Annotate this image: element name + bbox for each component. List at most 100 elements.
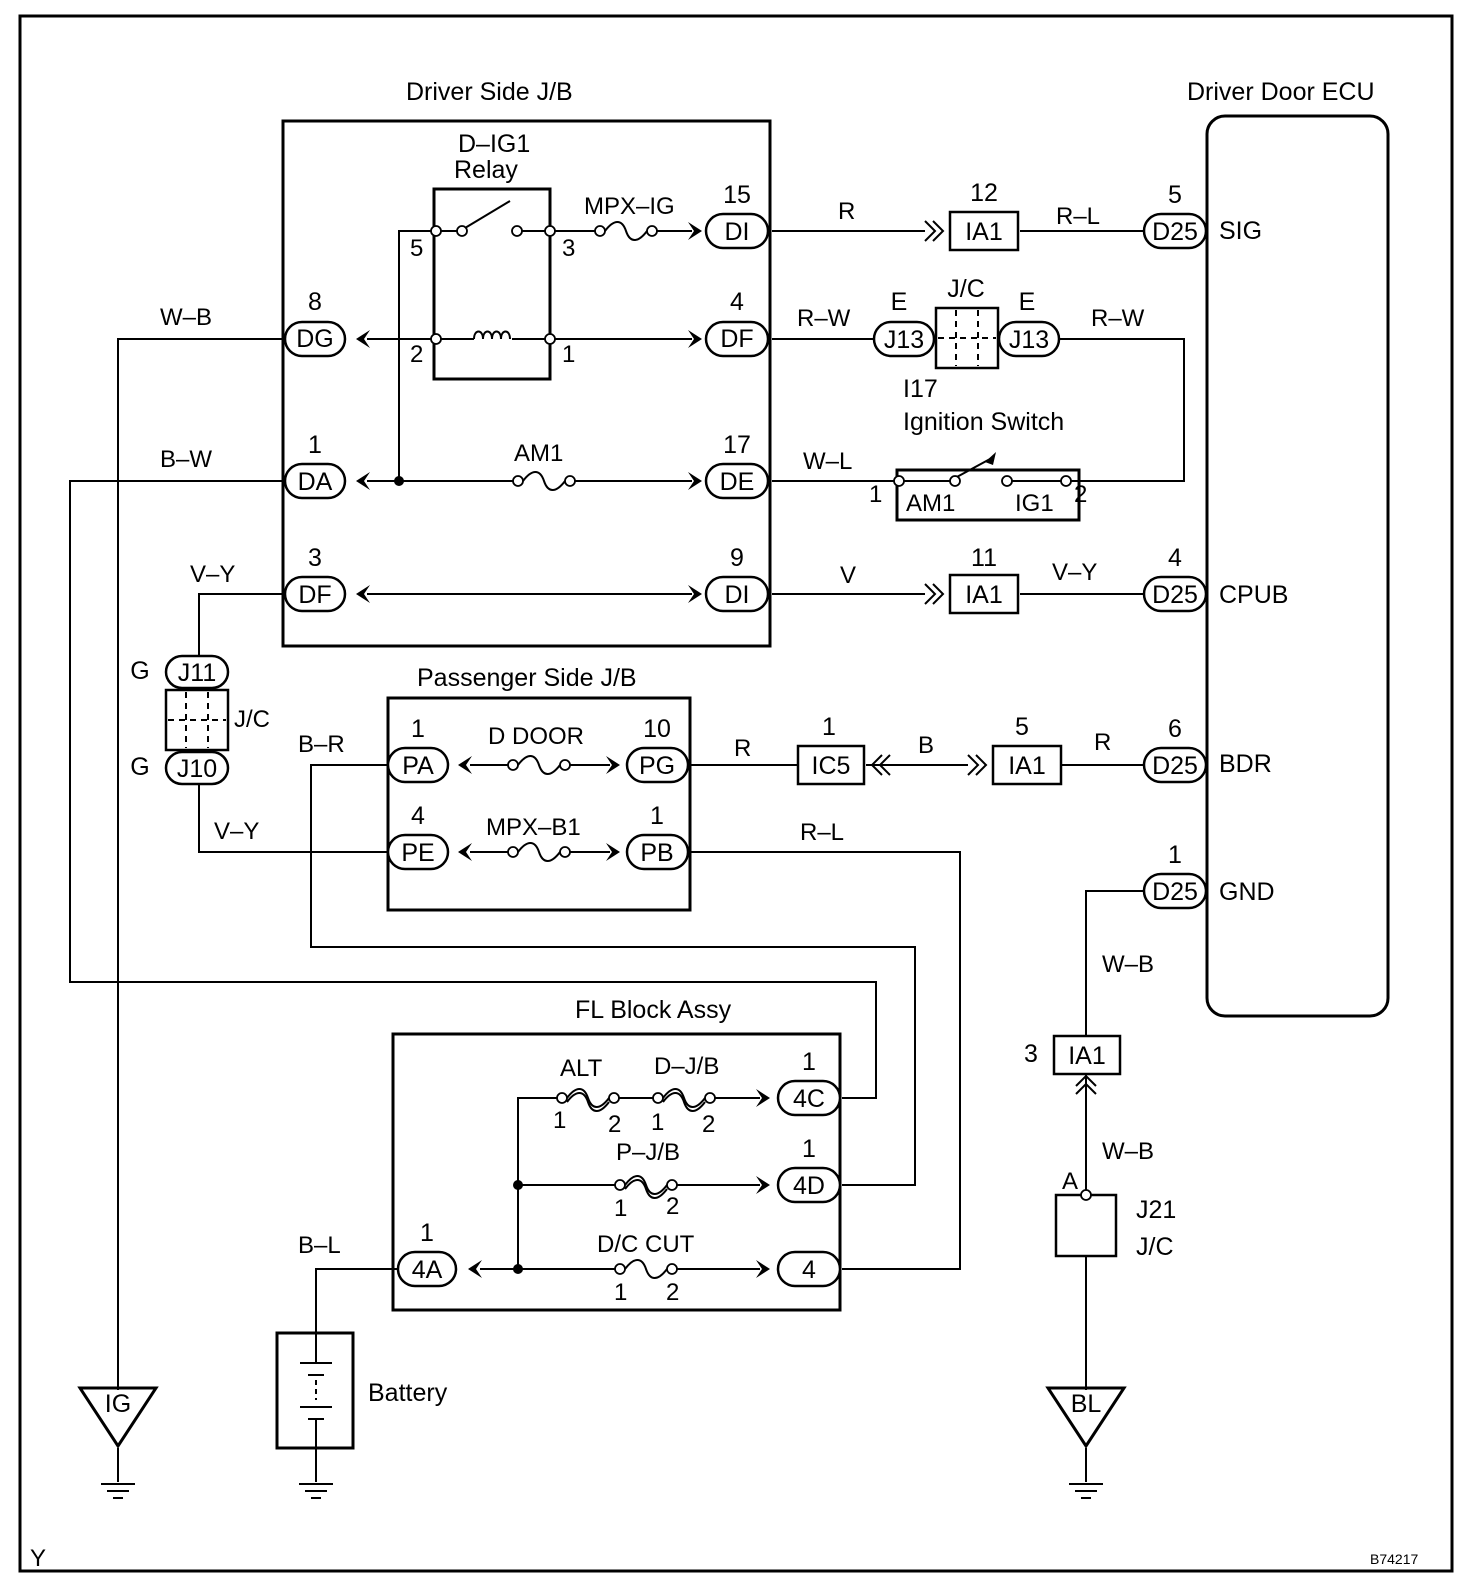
ecu-title: Driver Door ECU (1187, 78, 1375, 106)
ecu-box (1205, 114, 1390, 1018)
connector-pin: 3 (1024, 1040, 1038, 1068)
fuse-label-d-jb: D–J/B (654, 1053, 719, 1080)
fuse-pin-numbers: 1 2 1 2 1 2 1 2 (553, 1107, 715, 1306)
connector-code: D25 (1152, 581, 1198, 609)
driver-jb-title: Driver Side J/B (406, 78, 573, 106)
svg-text:R–W: R–W (797, 305, 851, 332)
connector-code: DF (720, 325, 753, 353)
connector-pin: 11 (971, 544, 997, 572)
ignition-switch: I17 Ignition Switch AM1 IG1 1 2 (869, 375, 1087, 522)
svg-text:2: 2 (608, 1111, 621, 1138)
relay-pin5: 5 (410, 235, 423, 262)
connector-ia1-cpub: IA1 11 (948, 544, 1020, 615)
battery-icon: Battery (275, 1331, 448, 1450)
svg-text:R: R (838, 198, 855, 225)
ignition-pin2: 2 (1074, 481, 1087, 508)
connector-di-top: DI 15 (704, 181, 770, 250)
connector-code: 4D (793, 1172, 825, 1200)
fuse-label-alt: ALT (560, 1055, 603, 1082)
svg-text:V–Y: V–Y (1052, 559, 1097, 586)
connector-pb: PB 1 (625, 802, 690, 871)
connector-code: 4A (412, 1256, 443, 1284)
ground-label: IG (105, 1390, 131, 1418)
connector-pin: 9 (730, 544, 744, 572)
connector-da: DA 1 (283, 431, 347, 500)
connector-j13-right: J13 E (997, 288, 1061, 358)
connector-pin: 4 (1168, 544, 1182, 572)
dc-cut-fuse-icon (614, 1259, 678, 1279)
connector-code: IA1 (1068, 1042, 1106, 1070)
connector-code: IA1 (1008, 752, 1046, 780)
jc-label: J/C (234, 706, 270, 733)
connector-tag: G (130, 753, 149, 781)
connector-pin: 1 (802, 1135, 816, 1163)
connector-d25-bdr: D25 6 (1142, 715, 1208, 784)
connector-pin: 12 (970, 179, 998, 207)
jc-top: J/C (934, 275, 1000, 370)
d-jb-fuse-icon (652, 1088, 716, 1112)
ecu-term-sig: SIG (1219, 217, 1262, 245)
connector-pin: 17 (723, 431, 751, 459)
connector-code: J10 (177, 755, 217, 783)
fl-block-box (391, 1032, 842, 1312)
j21-pin: A (1062, 1168, 1078, 1195)
svg-text:1: 1 (614, 1195, 627, 1222)
svg-text:W–B: W–B (1102, 1138, 1154, 1165)
svg-text:V: V (840, 562, 856, 589)
page-frame (18, 14, 1454, 1573)
fuse-label-am1: AM1 (514, 440, 563, 467)
ecu-term-bdr: BDR (1219, 750, 1272, 778)
connector-code: DI (725, 581, 750, 609)
relay-box (432, 187, 552, 381)
connector-code: D25 (1152, 218, 1198, 246)
connector-code: DG (296, 325, 334, 353)
am1-fuse-icon (512, 471, 576, 491)
connector-pin: 5 (1168, 181, 1182, 209)
relay-pin2: 2 (410, 341, 423, 368)
ignition-name: Ignition Switch (903, 408, 1064, 436)
connector-code: D25 (1152, 752, 1198, 780)
connector-j13-left: J13 E (872, 288, 936, 358)
ignition-am1-label: AM1 (906, 490, 955, 517)
connector-tag: E (891, 288, 908, 316)
svg-text:1: 1 (614, 1279, 627, 1306)
connector-pin: 6 (1168, 715, 1182, 743)
connector-code: PE (401, 839, 434, 867)
connector-code: IC5 (812, 752, 851, 780)
connector-ic5: IC5 1 (796, 713, 866, 786)
connector-code: IA1 (965, 218, 1003, 246)
relay-subname: Relay (454, 156, 518, 184)
connector-j10: J10 G (130, 750, 230, 786)
connector-pin: 10 (643, 715, 671, 743)
connector-pin: 1 (1168, 841, 1182, 869)
connector-pg: PG 10 (625, 715, 690, 784)
passenger-jb-box (386, 696, 692, 912)
connector-code: PG (639, 752, 675, 780)
relay-name: D–IG1 (458, 130, 530, 158)
connector-ia1-bdr: IA1 5 (991, 713, 1063, 786)
connector-ia1-gnd: IA1 3 (1024, 1034, 1122, 1076)
corner-left-text: Y (30, 1545, 46, 1572)
svg-text:B–R: B–R (298, 731, 345, 758)
connector-code: PB (640, 839, 673, 867)
connector-dg: DG 8 (283, 288, 347, 358)
connector-ia1-sig: IA1 12 (948, 179, 1020, 252)
svg-text:W–L: W–L (803, 448, 852, 475)
connector-code: DE (720, 468, 755, 496)
j21-code: J21 (1136, 1196, 1176, 1224)
connector-d25-cpub: D25 4 (1142, 544, 1208, 613)
mpx-ig-fuse-icon (594, 221, 658, 241)
connector-df-left: DF 3 (283, 544, 347, 613)
bl-ground-icon: BL (1045, 1386, 1127, 1499)
connector-code: DF (298, 581, 331, 609)
svg-text:R–L: R–L (1056, 203, 1100, 230)
svg-text:R–W: R–W (1091, 305, 1145, 332)
svg-text:R: R (1094, 729, 1111, 756)
ignition-code: I17 (903, 375, 938, 403)
driver-jb-box (281, 119, 772, 648)
connector-code: PA (402, 752, 434, 780)
fuse-label-mpx-b1: MPX–B1 (486, 814, 581, 841)
connector-pin: 4 (730, 288, 744, 316)
svg-text:1: 1 (651, 1109, 664, 1136)
